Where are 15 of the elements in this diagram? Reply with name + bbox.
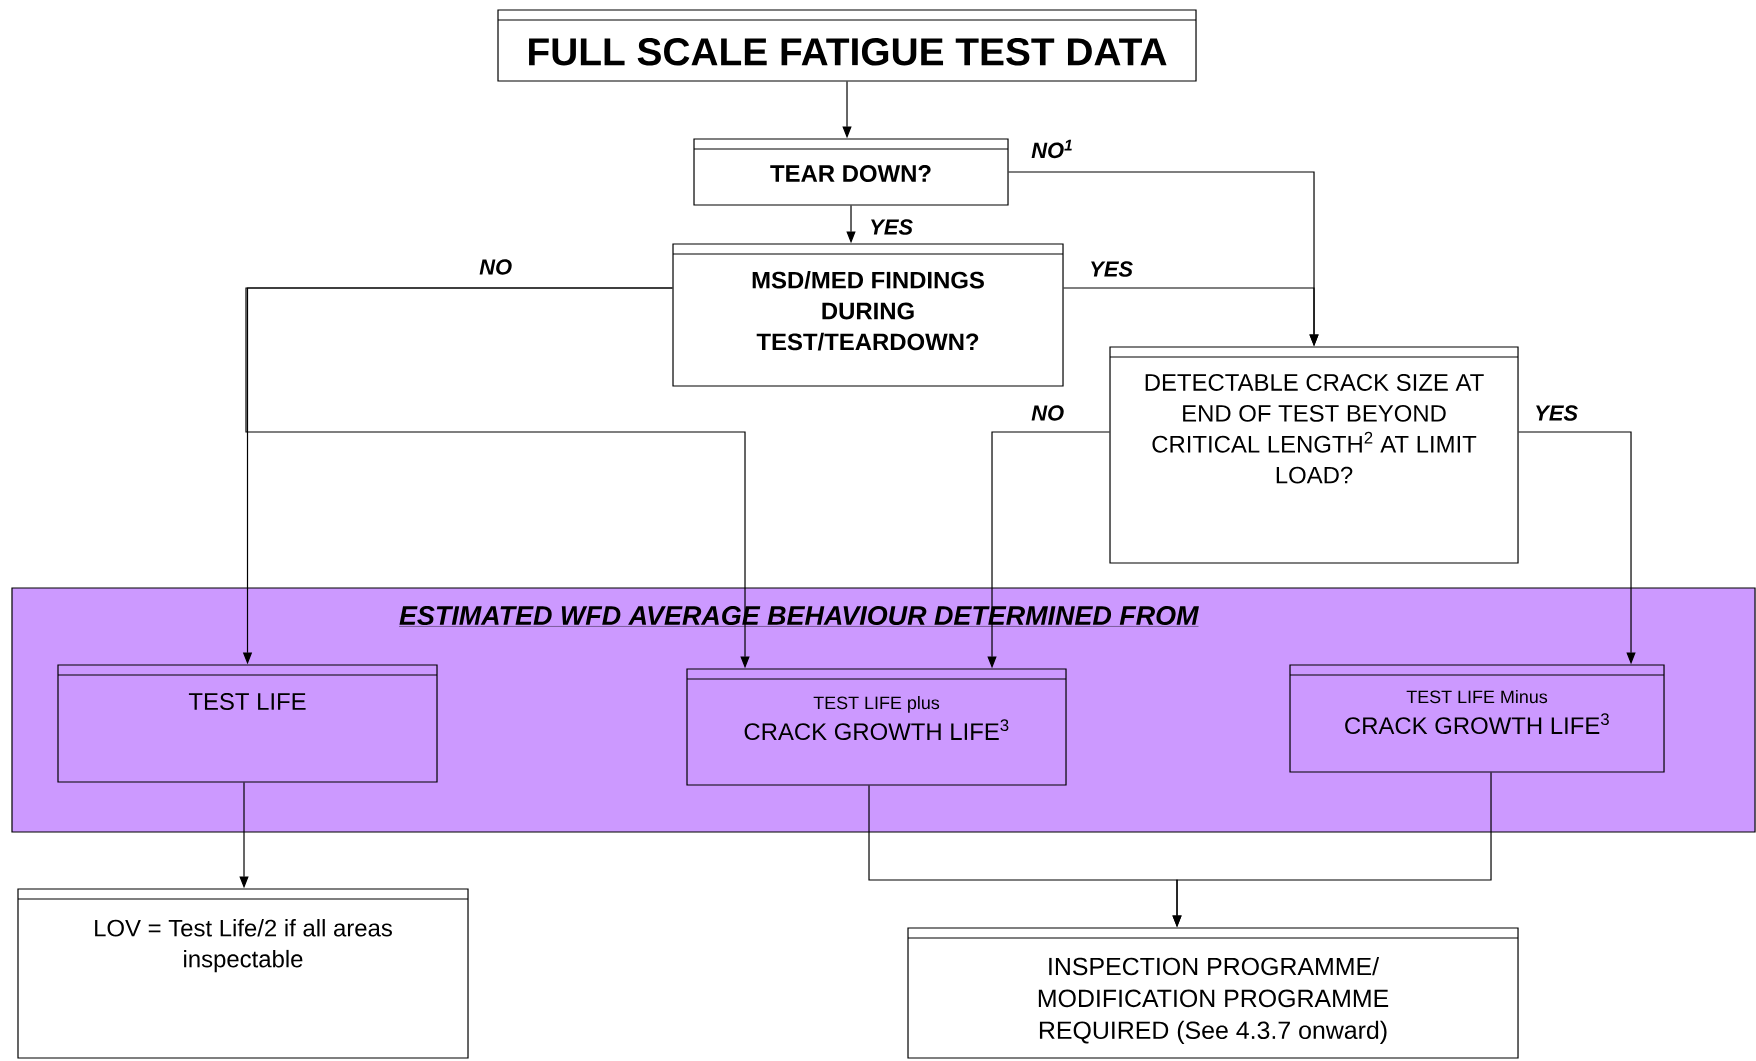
edge-label: NO — [1031, 405, 1064, 421]
decision-box: DETECTABLE CRACK SIZE AT END OF TEST BEYOND CRITICAL LENGTH$^{2}$ AT LIMIT LOAD? — [1109, 346, 1519, 564]
result-box: LOV = Test Life/2 if all areas inspectable — [17, 888, 469, 1059]
decision-box: MSD/MED FINDINGS DURING TEST/TEARDOWN? — [672, 243, 1064, 387]
edge-label: YES — [1536, 405, 1578, 421]
edge-label: NO — [479, 259, 512, 275]
process-box: TEST LIFE plus CRACK GROWTH LIFE$^{3}$ — [686, 668, 1067, 786]
process-box: TEST LIFE — [57, 664, 438, 783]
decision-box: TEAR DOWN? — [693, 138, 1009, 206]
process-box: FULL SCALE FATIGUE TEST DATA — [497, 9, 1197, 82]
edge-label: YES — [871, 219, 913, 235]
edge-label: NO$^{1}$ — [1031, 139, 1072, 159]
result-box: INSPECTION PROGRAMME/ MODIFICATION PROGRAMME REQUIRED (See 4.3.7 onward) — [907, 927, 1519, 1059]
edge-label: YES — [1091, 261, 1133, 277]
process-box: TEST LIFE Minus CRACK GROWTH LIFE$^{3}$ — [1289, 664, 1665, 773]
